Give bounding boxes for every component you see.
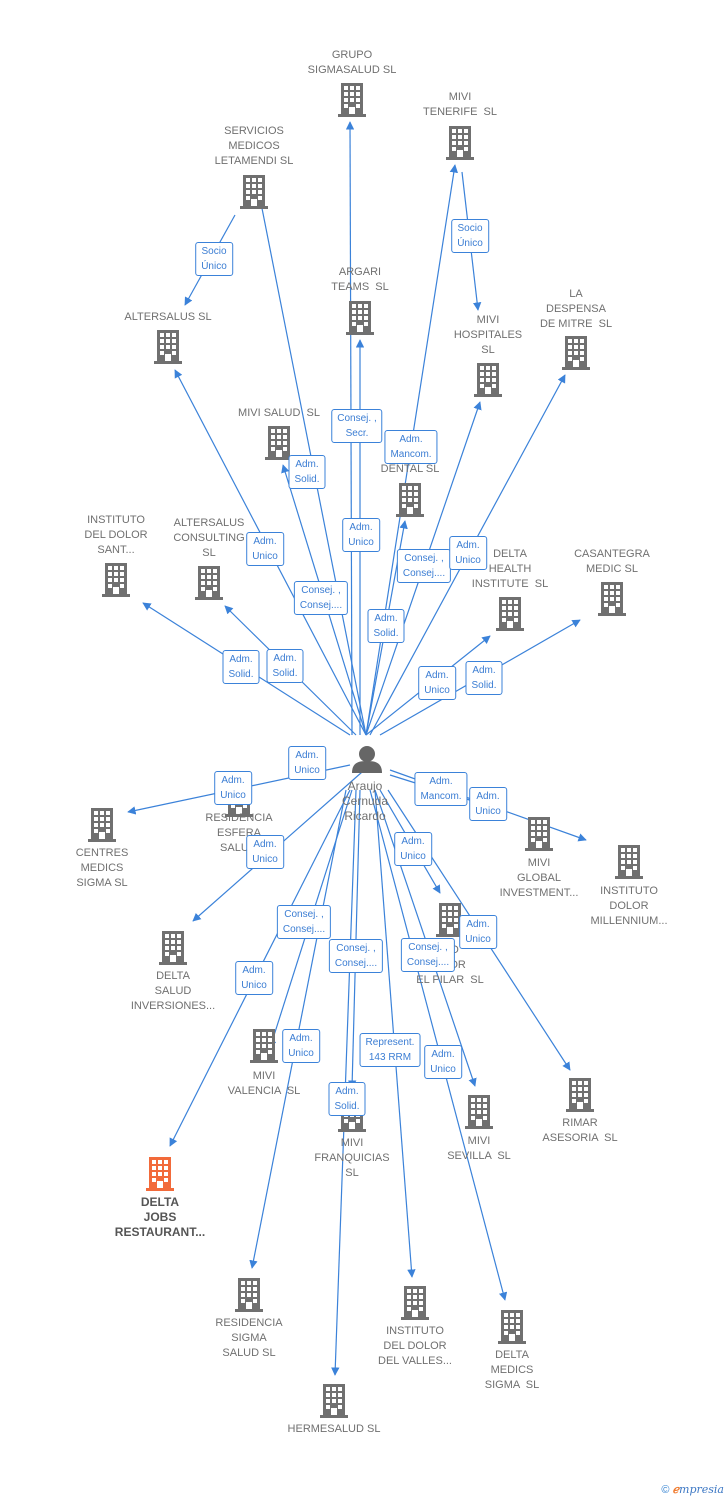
building-icon[interactable] (396, 483, 424, 517)
center-person-label[interactable]: Araujo Cernuda Ricardo (341, 779, 389, 823)
building-icon[interactable] (598, 582, 626, 616)
relation-label[interactable]: Adm. Unico (424, 1045, 462, 1079)
relation-label[interactable]: Adm. Solid. (465, 661, 503, 695)
company-label-altersalus[interactable]: ALTERSALUS SL (124, 311, 212, 323)
relation-label[interactable]: Adm. Unico (394, 832, 432, 866)
company-label-mivi_hospitales[interactable]: MIVI HOSPITALES SL (453, 314, 523, 356)
footer-brand: © ℯmpresia (661, 1483, 724, 1496)
relation-label[interactable]: Adm. Unico (342, 518, 380, 552)
building-icon[interactable] (401, 1286, 429, 1320)
relation-label[interactable]: Adm. Unico (288, 746, 326, 780)
building-icon[interactable] (154, 330, 182, 364)
company-label-grupo[interactable]: GRUPO SIGMASALUD SL (307, 49, 397, 76)
building-icon[interactable] (320, 1384, 348, 1418)
company-label-mivi_valencia[interactable]: MIVI VALENCIA SL (227, 1070, 301, 1097)
building-icon[interactable] (338, 83, 366, 117)
relation-label[interactable]: Adm. Unico (449, 536, 487, 570)
relation-label[interactable]: Adm. Mancom. (414, 772, 468, 806)
company-label-residencia_sigma[interactable]: RESIDENCIA SIGMA SALUD SL (215, 1317, 283, 1359)
building-icon[interactable] (615, 845, 643, 879)
relation-label[interactable]: Consej. , Consej.... (293, 581, 349, 615)
person-icon[interactable] (352, 746, 382, 773)
company-label-instituto_valles[interactable]: INSTITUTO DEL DOLOR DEL VALLES... (378, 1325, 452, 1367)
company-label-mivi_franquicias[interactable]: MIVI FRANQUICIAS SL (314, 1137, 390, 1179)
company-label-mivi_sevilla[interactable]: MIVI SEVILLA SL (447, 1135, 511, 1162)
relation-label[interactable]: Consej. , Secr. (331, 409, 383, 443)
relation-label[interactable]: Adm. Unico (418, 666, 456, 700)
relation-label[interactable]: Adm. Unico (459, 915, 497, 949)
company-label-servicios[interactable]: SERVICIOS MEDICOS LETAMENDI SL (214, 125, 294, 167)
relation-label[interactable]: Adm. Unico (214, 771, 252, 805)
building-icon[interactable] (446, 126, 474, 160)
relation-label[interactable]: Adm. Unico (469, 787, 507, 821)
company-label-centres[interactable]: CENTRES MEDICS SIGMA SL (75, 847, 129, 889)
empresia-logo[interactable]: ℯmpresia (672, 1483, 724, 1496)
company-label-rimar[interactable]: RIMAR ASESORIA SL (542, 1117, 618, 1144)
company-label-delta_medics[interactable]: DELTA MEDICS SIGMA SL (484, 1349, 540, 1391)
building-icon[interactable] (102, 563, 130, 597)
company-label-instituto_millennium[interactable]: INSTITUTO DOLOR MILLENNIUM... (590, 885, 668, 927)
building-icon[interactable] (474, 363, 502, 397)
company-label-mivi_global[interactable]: MIVI GLOBAL INVESTMENT... (499, 857, 579, 899)
building-icon[interactable] (496, 597, 524, 631)
company-label-argari[interactable]: ARGARI TEAMS SL (331, 266, 389, 293)
company-label-delta_jobs[interactable]: DELTA JOBS RESTAURANT... (114, 1195, 206, 1239)
company-label-la_despensa[interactable]: LA DESPENSA DE MITRE SL (539, 288, 613, 330)
building-icon[interactable] (346, 301, 374, 335)
relation-label[interactable]: Consej. , Consej.... (400, 938, 456, 972)
relation-label[interactable]: Adm. Solid. (288, 455, 326, 489)
building-icon[interactable] (159, 931, 187, 965)
relation-label[interactable]: Consej. , Consej.... (328, 939, 384, 973)
relation-label[interactable]: Adm. Unico (246, 835, 284, 869)
company-label-mivi_salud[interactable]: MIVI SALUD SL (238, 407, 320, 419)
building-icon[interactable] (566, 1078, 594, 1112)
relation-label[interactable]: Adm. Solid. (328, 1082, 366, 1116)
company-label-mivi_tenerife[interactable]: MIVI TENERIFE SL (423, 91, 497, 118)
company-label-delta_health[interactable]: DELTA HEALTH INSTITUTE SL (471, 548, 549, 590)
building-icon[interactable] (235, 1278, 263, 1312)
building-icon[interactable] (195, 566, 223, 600)
building-icon[interactable] (465, 1095, 493, 1129)
relation-label[interactable]: Consej. , Consej.... (396, 549, 452, 583)
relation-label[interactable]: Adm. Unico (246, 532, 284, 566)
building-icon[interactable] (498, 1310, 526, 1344)
building-icon[interactable] (146, 1157, 174, 1191)
copyright-symbol: © (661, 1484, 670, 1496)
company-label-altersalus_consulting[interactable]: ALTERSALUS CONSULTING SL (173, 517, 245, 559)
relation-label[interactable]: Adm. Mancom. (384, 430, 438, 464)
company-label-casantegra[interactable]: CASANTEGRA MEDIC SL (574, 548, 650, 575)
company-label-delta_salud[interactable]: DELTA SALUD INVERSIONES... (130, 970, 216, 1012)
relation-label[interactable]: Adm. Unico (235, 961, 273, 995)
relation-label[interactable]: Adm. Solid. (367, 609, 405, 643)
relation-label[interactable]: Socio Único (195, 242, 233, 276)
company-label-hermesalud[interactable]: HERMESALUD SL (287, 1423, 381, 1435)
building-icon[interactable] (525, 817, 553, 851)
building-icon[interactable] (240, 175, 268, 209)
relation-label[interactable]: Adm. Unico (282, 1029, 320, 1063)
relation-label[interactable]: Adm. Solid. (266, 649, 304, 683)
relation-label[interactable]: Socio Único (451, 219, 489, 253)
building-icon[interactable] (88, 808, 116, 842)
relation-label[interactable]: Consej. , Consej.... (276, 905, 332, 939)
company-label-instituto_sant[interactable]: INSTITUTO DEL DOLOR SANT... (84, 514, 148, 556)
building-icon[interactable] (562, 336, 590, 370)
building-icon[interactable] (250, 1029, 278, 1063)
relation-label[interactable]: Adm. Solid. (222, 650, 260, 684)
relation-label[interactable]: Represent. 143 RRM (359, 1033, 421, 1067)
